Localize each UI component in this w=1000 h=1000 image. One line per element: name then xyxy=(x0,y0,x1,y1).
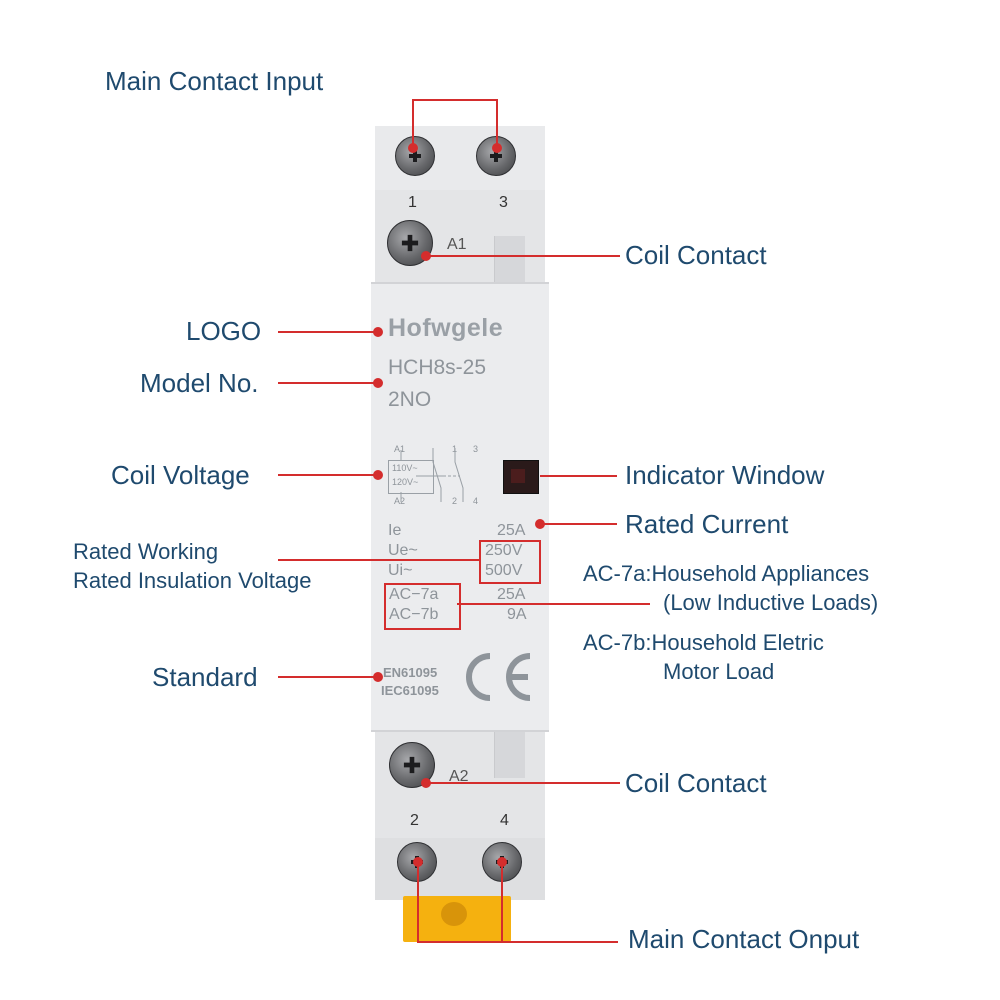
standard-iec61095: IEC61095 xyxy=(381,683,439,698)
spec-ac7b-value: 9A xyxy=(507,606,527,623)
callout-rated-insulation: Rated Insulation Voltage xyxy=(73,568,312,593)
callout-standard: Standard xyxy=(152,662,258,692)
coil-symbol-box xyxy=(388,460,434,494)
diagram-contact-3-label: 3 xyxy=(473,444,479,454)
coil-voltage-110: 110V~ xyxy=(392,463,418,473)
diagram-a2-label: A2 xyxy=(394,496,406,506)
callout-main-contact-input: Main Contact Input xyxy=(105,66,324,96)
spec-ue-value: 250V xyxy=(485,542,523,559)
callout-ac7a-line1: AC-7a:Household Appliances xyxy=(583,561,870,586)
ce-mark-icon xyxy=(466,653,531,701)
leader-main-contact-input xyxy=(412,99,498,148)
model-number: HCH8s-25 xyxy=(388,356,487,379)
spec-ui-label: Ui~ xyxy=(388,562,413,579)
callout-coil-contact-top: Coil Contact xyxy=(625,240,767,270)
spec-ue-label: Ue~ xyxy=(388,542,418,559)
panel-seam-bottom xyxy=(371,730,549,732)
leader-main-contact-output-2 xyxy=(417,862,618,943)
callout-rated-working: Rated Working xyxy=(73,539,219,564)
terminal-4-label: 4 xyxy=(500,812,509,829)
indicator-window xyxy=(503,460,539,494)
bottom-slot xyxy=(494,732,525,778)
contact-wiring-symbol xyxy=(400,448,464,502)
spec-ie-label: Ie xyxy=(388,522,402,539)
a1-label: A1 xyxy=(447,236,467,253)
callout-coil-contact-bottom: Coil Contact xyxy=(625,768,767,798)
callout-indicator-window: Indicator Window xyxy=(625,460,825,490)
din-rail-clip xyxy=(403,896,511,942)
callout-ac7b-line2: Motor Load xyxy=(663,659,775,684)
screw-terminal-3-icon xyxy=(476,136,516,176)
spec-ac7b-label: AC−7b xyxy=(389,606,439,623)
callout-main-contact-output: Main Contact Onput xyxy=(628,924,860,954)
diagram-a1-label: A1 xyxy=(394,444,406,454)
terminal-3-label: 3 xyxy=(499,194,508,211)
screw-terminal-1-icon xyxy=(395,136,435,176)
voltage-highlight-box xyxy=(479,540,541,584)
brand-logo: Hofwgele xyxy=(388,314,504,342)
top-slot xyxy=(494,236,525,282)
spec-ac7a-label: AC−7a xyxy=(389,586,439,603)
standard-en61095: EN61095 xyxy=(383,665,438,680)
a2-label: A2 xyxy=(449,768,469,785)
utilization-highlight-box xyxy=(384,583,461,630)
callout-ac7b-line1: AC-7b:Household Eletric xyxy=(583,630,824,655)
spec-ui-value: 500V xyxy=(485,562,523,579)
callout-logo: LOGO xyxy=(186,316,262,346)
callout-coil-voltage: Coil Voltage xyxy=(111,460,250,490)
spec-ac7a-value: 25A xyxy=(497,586,526,603)
diagram-contact-2-label: 2 xyxy=(452,496,458,506)
callout-rated-current: Rated Current xyxy=(625,509,789,539)
model-type: 2NO xyxy=(388,388,432,411)
diagram-contact-4-label: 4 xyxy=(473,496,479,506)
callout-model-no: Model No. xyxy=(140,368,259,398)
callout-ac7a-line2: (Low Inductive Loads) xyxy=(663,590,879,615)
coil-voltage-120: 120V~ xyxy=(392,477,419,487)
terminal-1-label: 1 xyxy=(408,194,417,211)
panel-seam-top xyxy=(371,282,549,284)
spec-ie-value: 25A xyxy=(497,522,526,539)
terminal-2-label: 2 xyxy=(410,812,419,829)
